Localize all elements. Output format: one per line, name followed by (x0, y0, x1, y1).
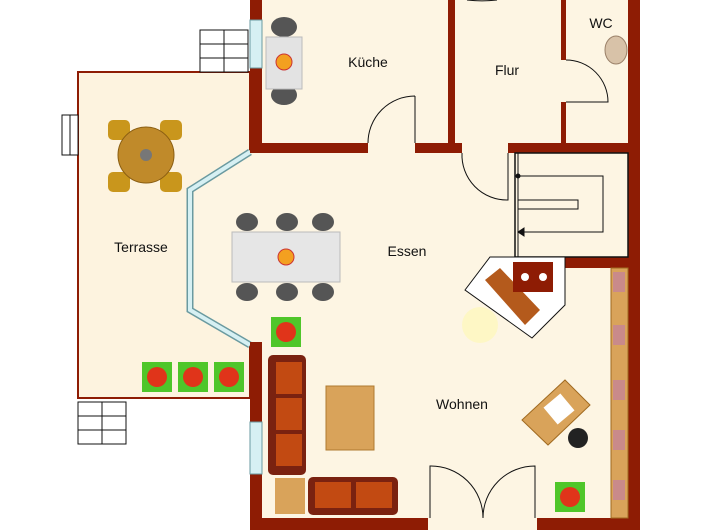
walls (250, 0, 640, 530)
staircase (514, 152, 629, 258)
external-stairs (61, 29, 249, 445)
room-label-hallway: Flur (495, 62, 519, 78)
windows (249, 19, 263, 475)
kitchen-table (265, 17, 303, 105)
doors[interactable] (367, 0, 609, 519)
room-label-wc: WC (589, 15, 612, 31)
room-label-kitchen: Küche (348, 54, 388, 70)
bay-window (186, 149, 252, 349)
room-label-dining: Essen (388, 243, 427, 259)
plants (142, 317, 585, 512)
coffee-table (325, 385, 375, 451)
room-label-living: Wohnen (436, 396, 488, 412)
toilet (604, 35, 628, 65)
terrace-table (108, 120, 182, 192)
room-label-terrace: Terrasse (114, 239, 168, 255)
dining-table (231, 213, 341, 301)
bookshelf (610, 267, 629, 519)
fireplace (462, 256, 566, 343)
desk (521, 379, 591, 448)
sofa (268, 355, 398, 515)
